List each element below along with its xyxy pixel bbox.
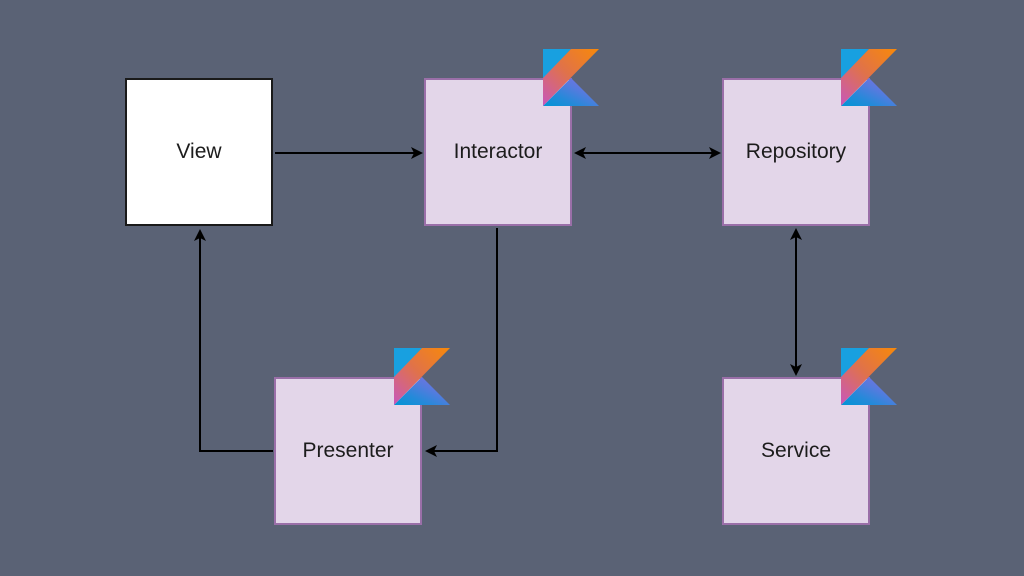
presenter-node: Presenter xyxy=(274,377,422,525)
interactor-node: Interactor xyxy=(424,78,572,226)
interactor-label: Interactor xyxy=(453,140,543,163)
kotlin-logo-icon xyxy=(543,49,599,106)
edge-interactor-to-presenter xyxy=(425,228,498,457)
repository-label: Repository xyxy=(745,140,847,163)
edge-presenter-to-view xyxy=(194,229,273,452)
service-label: Service xyxy=(760,439,832,462)
kotlin-logo-icon xyxy=(841,348,897,405)
view-label: View xyxy=(176,140,222,163)
kotlin-logo-icon xyxy=(841,49,897,106)
kotlin-logo-icon xyxy=(394,348,450,405)
view-node: View xyxy=(125,78,273,226)
presenter-label: Presenter xyxy=(302,439,394,462)
